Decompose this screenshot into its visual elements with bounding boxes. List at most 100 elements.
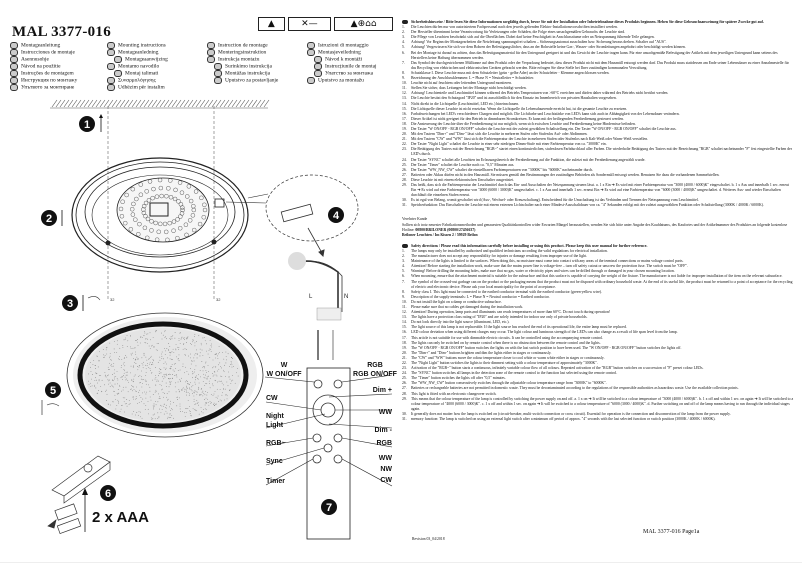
instruction-item: 16.LED colour deviation when using diffe… — [402, 330, 678, 335]
instruction-item: 8.Schutzklasse I. Diese Leuchte muss mit… — [402, 70, 610, 75]
instruction-item: 1.Die Leuchten dürfen nur von autorisier… — [402, 25, 618, 30]
wiring-detail — [225, 174, 359, 312]
language-item: Monteringsinstruktion — [207, 49, 266, 56]
language-item: Uputstvo za montažu — [307, 77, 364, 84]
language-flag-icon — [214, 70, 222, 77]
instruction-item: 18.Die Ansteuerung der Leuchte über die … — [402, 121, 636, 126]
instruction-item: 22.Der Taster "Night Light" schaltet die… — [402, 142, 607, 147]
language-item: Montageaanwijzing — [114, 56, 168, 63]
battery-label: 2 x AAA — [92, 509, 149, 526]
instruction-item: 3.Maintenance of the lights is limited t… — [402, 259, 684, 264]
instruction-item: 31.Speicherfunktion: Das Einschalten der… — [402, 203, 764, 208]
svg-text:Night: Night — [266, 413, 285, 420]
language-flag-icon — [307, 49, 315, 56]
german-section: Sicherheitshinweise / Bitte lesen Sie di… — [402, 20, 794, 208]
language-flag-icon — [114, 70, 122, 77]
instruction-item: 15.Die Lichtquelle dieser Leuchte ist ni… — [402, 106, 628, 111]
language-item: Surinkimo instrukcija — [214, 63, 272, 70]
instruction-item: 24.Der Taster "SYNC" schaltet alle Leuch… — [402, 157, 646, 162]
svg-text:CW: CW — [266, 395, 278, 402]
lamp-cover — [66, 312, 264, 438]
warning-symbols: ▲ ✕— ▲⊕⌂⌂ — [258, 17, 393, 31]
instruction-item: 8.Safety class I. This light must be con… — [402, 289, 602, 294]
german-header: Sicherheitshinweise / Bitte lesen Sie di… — [402, 20, 794, 25]
svg-text:3: 3 — [67, 298, 73, 310]
instruction-item: 4.Attention! Before starting the install… — [402, 264, 688, 269]
instruction-item: 7.The symbol of the crossed-out garbage … — [402, 279, 793, 289]
customer-notice: Verehrter Kunde Sollten sich trotz neues… — [402, 217, 788, 237]
language-flag-icon — [10, 56, 18, 63]
svg-text:Timer: Timer — [266, 478, 285, 485]
language-flag-icon — [107, 77, 115, 84]
language-item: Montāžas instrukcija — [214, 70, 270, 77]
instruction-item: 31.memory function: The lamp is switched… — [402, 417, 716, 422]
step-2-badge: 2 — [41, 210, 63, 226]
language-flag-icon — [10, 42, 18, 49]
remote-battery-illustration — [47, 455, 111, 534]
svg-text:2: 2 — [46, 213, 52, 225]
language-flag-icon — [107, 42, 115, 49]
step-1-badge: 1 — [79, 114, 103, 132]
revision-label: Revision 03_04/2018 — [412, 537, 445, 541]
instruction-item: 20.The "Dim+" and "Dim-" buttons brighte… — [402, 350, 552, 355]
svg-text:L: L — [309, 294, 313, 300]
instruction-item: 16.Farbabweichungen bei LED's verschiede… — [402, 111, 680, 116]
rgb-power-button — [333, 379, 343, 389]
instruction-item: 26.The "WW_NW_CW" button consecutively s… — [402, 381, 607, 386]
instruction-item: 25.The "Timer" button switches the light… — [402, 376, 506, 381]
svg-text:32: 32 — [216, 297, 221, 302]
instruction-item: 23.Activation of the "RGB~" button start… — [402, 366, 704, 371]
language-flag-icon — [314, 70, 322, 77]
instruction-item: 21.The "CW" and "WW" buttons move the co… — [402, 355, 605, 360]
language-flag-icon — [107, 49, 115, 56]
language-item: Udhëzim për instalim — [107, 84, 165, 91]
instruction-item: 21.Mit den Tastern "CW" und "WW" lässt s… — [402, 137, 649, 142]
page-label: MAL 3377-016 Page1a — [643, 529, 700, 535]
language-flag-icon — [207, 42, 215, 49]
language-item: Instrucciones de montaje — [10, 49, 75, 56]
svg-text:N: N — [344, 294, 348, 300]
language-flag-icon — [207, 49, 215, 56]
instruction-item: 20.Mit den Tastern "Dim+" und "Dim-" läs… — [402, 132, 588, 137]
instruction-item: 17.Dieser Artikel ist nicht geeignet für… — [402, 116, 624, 121]
language-item: Montasjeveiledning — [307, 49, 361, 56]
step-6-badge: 6 — [100, 485, 116, 501]
svg-text:WW: WW — [379, 455, 393, 462]
svg-text:Sync: Sync — [266, 458, 283, 465]
language-item: Instruções de montagem — [10, 70, 74, 77]
instruction-item: 27.Batteries or rechargeable batteries a… — [402, 386, 739, 391]
document-title: MAL 3377-016 — [12, 24, 112, 40]
instruction-item: 30.Es ist egal von Belang, womit geschal… — [402, 198, 699, 203]
svg-text:7: 7 — [326, 502, 332, 514]
language-item: Návod na použitie — [10, 63, 61, 70]
language-flag-icon — [314, 63, 322, 70]
w-power-button — [313, 379, 323, 389]
language-item: Montageanledning — [107, 49, 158, 56]
language-item: Montageanleitung — [10, 42, 60, 49]
instruction-item: 5.Achtung! Vergewissern Sie sich vor dem… — [402, 45, 686, 50]
language-item: Návod k montáži — [314, 56, 362, 63]
svg-text:CW: CW — [380, 477, 392, 484]
instruction-item: 14.Nicht direkt in die Lichtquelle (Leuc… — [402, 101, 520, 106]
flag-de-icon — [402, 20, 408, 24]
lamp-base — [71, 157, 249, 273]
language-flag-icon — [314, 56, 322, 63]
instructions-text: Sicherheitshinweise / Bitte lesen Sie di… — [402, 20, 794, 426]
instruction-item: 10.Leuchte nicht auf feuchtem oder leite… — [402, 81, 512, 86]
svg-text:4: 4 — [333, 210, 340, 222]
instruction-item: 12.Achtung! Leuchtenteile und Leuchtmitt… — [402, 91, 669, 96]
language-flag-icon — [10, 84, 18, 91]
language-flag-icon — [214, 63, 222, 70]
svg-text:W ON/OFF: W ON/OFF — [267, 371, 303, 378]
instruction-item: 3.Die Pflege von Leuchten beschränkt sic… — [402, 35, 655, 40]
instruction-item: 25.Der Taster "Timer" schaltet die Leuch… — [402, 162, 515, 167]
instruction-item: 5.Warning! Before drilling the mounting … — [402, 269, 675, 274]
step-3-badge: 3 32 32 — [62, 295, 221, 311]
svg-text:6: 6 — [105, 488, 111, 500]
svg-text:RGB~: RGB~ — [266, 440, 286, 447]
instruction-item: 29.Das heißt, dass sich die Farbtemperat… — [402, 183, 789, 198]
language-item: Συναρμολόγησης — [107, 77, 156, 84]
language-flag-icon — [214, 77, 222, 84]
no-drill-cable-icon: ✕— — [287, 17, 332, 31]
